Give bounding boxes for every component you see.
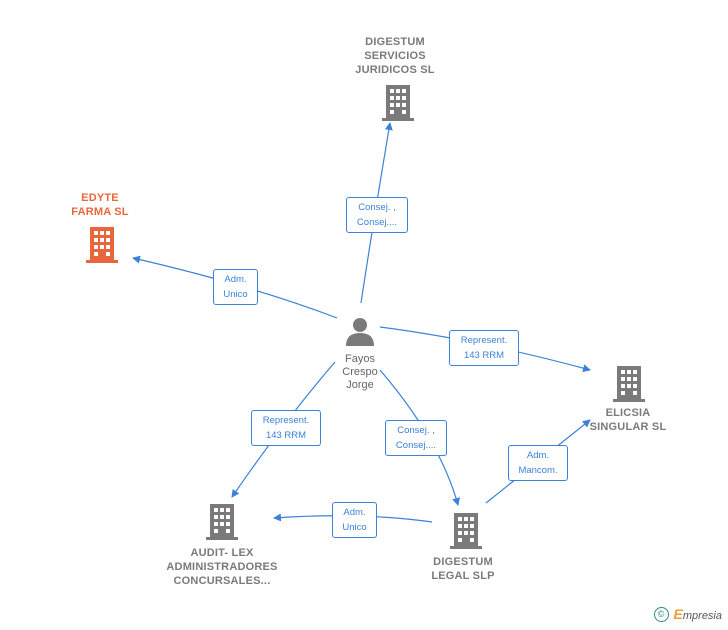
- building-icon[interactable]: [86, 227, 118, 263]
- edge-label-legal-to-elicsia[interactable]: Adm. Mancom.: [508, 445, 568, 481]
- node-label-edyte[interactable]: EDYTE FARMA SL: [71, 192, 129, 218]
- edge-label-digestum-servicios[interactable]: Consej. , Consej....: [346, 197, 408, 233]
- building-icon[interactable]: [613, 366, 645, 402]
- node-label-digestum-legal[interactable]: DIGESTUM LEGAL SLP: [431, 556, 495, 582]
- copyright-icon: ©: [653, 606, 669, 622]
- edge-label-digestum-legal[interactable]: Consej. , Consej....: [385, 420, 447, 456]
- footer-brand: © Empresia: [653, 606, 722, 622]
- node-label-elicsia[interactable]: ELICSIA SINGULAR SL: [589, 407, 667, 433]
- person-name[interactable]: Fayos Crespo Jorge: [342, 353, 378, 391]
- building-icon[interactable]: [382, 85, 414, 121]
- edge-label-elicsia[interactable]: Represent. 143 RRM: [449, 330, 519, 366]
- person-icon[interactable]: [345, 316, 375, 346]
- edge-label-legal-to-audit[interactable]: Adm. Unico: [332, 502, 377, 538]
- brand-logo: Empresia: [674, 606, 722, 622]
- building-icon[interactable]: [206, 504, 238, 540]
- node-label-audit-lex[interactable]: AUDIT- LEX ADMINISTRADORES CONCURSALES..…: [166, 547, 278, 587]
- brand-text: mpresia: [682, 610, 722, 622]
- edge-label-audit-lex[interactable]: Represent. 143 RRM: [251, 410, 321, 446]
- edge-label-edyte[interactable]: Adm. Unico: [213, 269, 258, 305]
- node-label-digestum-servicios[interactable]: DIGESTUM SERVICIOS JURIDICOS SL: [355, 36, 435, 76]
- brand-initial: E: [673, 606, 683, 622]
- building-icon[interactable]: [450, 513, 482, 549]
